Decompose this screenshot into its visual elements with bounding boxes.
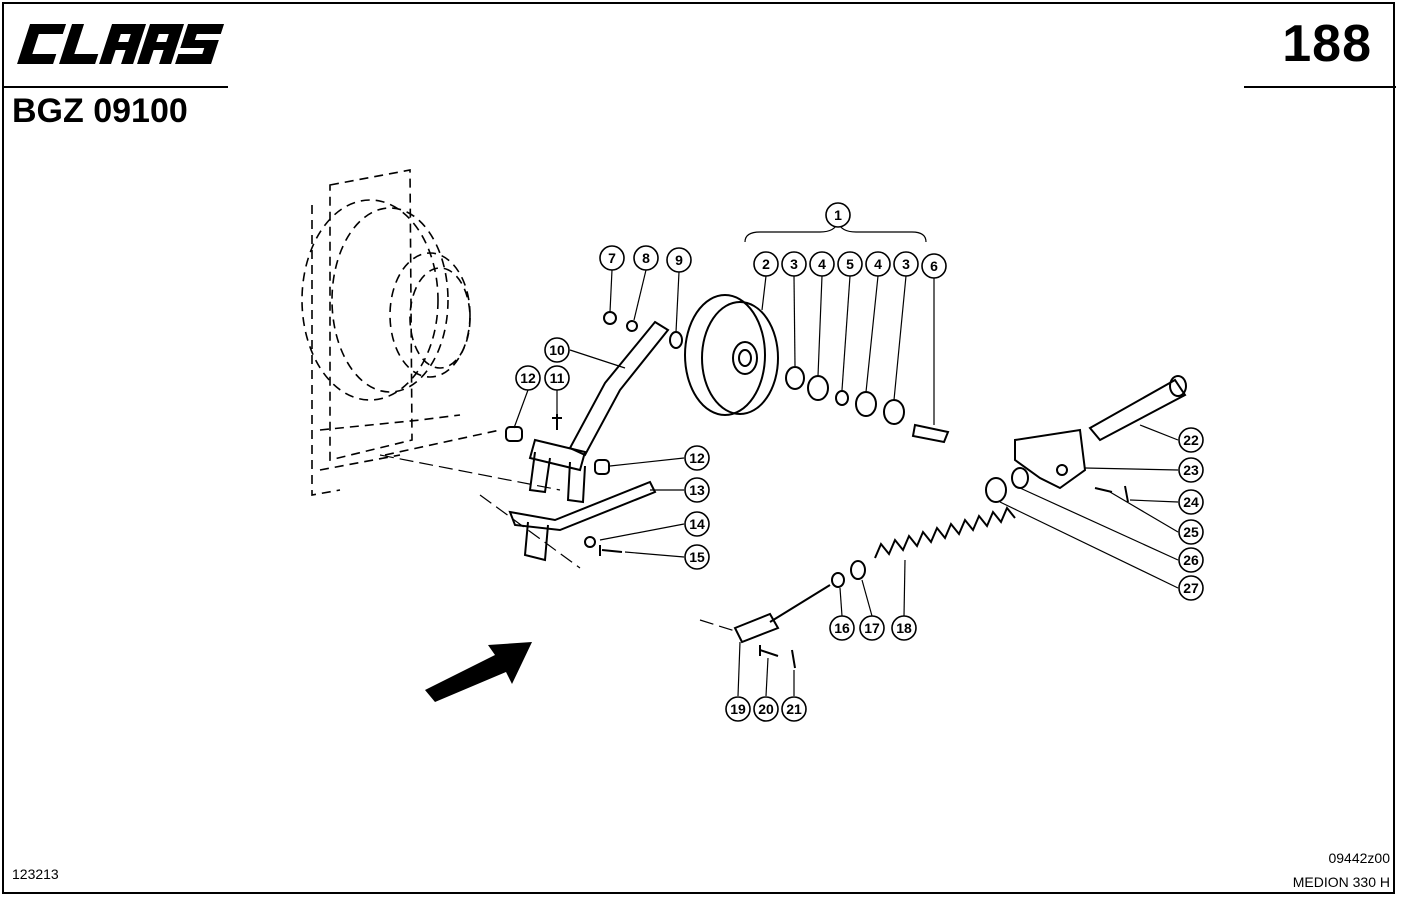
callout-5: 5 <box>837 251 863 277</box>
callout-26: 26 <box>1178 547 1204 573</box>
grease-nipple-11 <box>552 414 562 430</box>
nut-7 <box>603 311 617 325</box>
callout-23: 23 <box>1178 457 1204 483</box>
svg-text:4: 4 <box>818 256 826 272</box>
cotter-pin-21 <box>791 649 796 669</box>
callout-9: 9 <box>666 247 692 273</box>
callout-6: 6 <box>921 253 947 279</box>
bolt-25 <box>1094 487 1113 493</box>
svg-text:14: 14 <box>689 516 705 532</box>
machine-housing-outline <box>301 169 501 496</box>
pulley-assembly <box>684 294 950 444</box>
document-id: BGZ 09100 <box>12 92 188 130</box>
callout-17: 17 <box>859 615 885 641</box>
claas-logo <box>17 24 225 64</box>
svg-text:12: 12 <box>689 450 705 466</box>
shaft-22 <box>1088 375 1187 442</box>
footer-model: MEDION 330 H <box>1292 874 1390 890</box>
svg-text:10: 10 <box>549 342 565 358</box>
svg-text:8: 8 <box>642 250 650 266</box>
svg-text:15: 15 <box>689 549 705 565</box>
svg-text:11: 11 <box>550 370 565 386</box>
spring-18 <box>874 506 1016 559</box>
callout-27: 27 <box>1178 575 1204 601</box>
callout-16: 16 <box>829 615 855 641</box>
svg-text:7: 7 <box>608 250 616 266</box>
callout-8: 8 <box>633 245 659 271</box>
washer-14 <box>584 536 596 548</box>
callout-4: 4 <box>809 251 835 277</box>
callout-4b: 4 <box>865 251 891 277</box>
callout-18: 18 <box>891 615 917 641</box>
footer-left-code: 123213 <box>12 866 59 882</box>
svg-text:18: 18 <box>896 620 912 636</box>
nut-16 <box>831 572 845 588</box>
svg-text:1: 1 <box>834 207 842 223</box>
washer-26 <box>1011 467 1029 489</box>
callout-22: 22 <box>1178 427 1204 453</box>
svg-text:26: 26 <box>1183 552 1199 568</box>
bushing-12a <box>505 426 523 442</box>
tension-rod-19 <box>733 584 831 644</box>
mounting-bracket-23 <box>1014 428 1087 490</box>
cotter-pin-24 <box>1124 485 1129 503</box>
callout-14: 14 <box>684 511 710 537</box>
bushing-27 <box>985 477 1007 503</box>
page-number: 188 <box>1282 15 1372 73</box>
svg-text:20: 20 <box>758 701 774 717</box>
callout-24: 24 <box>1178 489 1204 515</box>
bolt-15 <box>599 545 623 556</box>
callout-12: 12 <box>515 365 541 391</box>
callout-2: 2 <box>753 251 779 277</box>
callout-3b: 3 <box>893 251 919 277</box>
lower-lever-13 <box>508 480 657 562</box>
callout-3: 3 <box>781 251 807 277</box>
svg-text:5: 5 <box>846 256 854 272</box>
callout-13: 13 <box>684 477 710 503</box>
bushing-9 <box>669 331 683 349</box>
callout-25: 25 <box>1178 519 1204 545</box>
bushing-12b <box>594 459 610 475</box>
callout-11: 11 <box>544 365 570 391</box>
callout-19: 19 <box>725 696 751 722</box>
callout-7: 7 <box>599 245 625 271</box>
svg-text:6: 6 <box>930 258 938 274</box>
direction-arrow-icon <box>425 642 532 702</box>
svg-text:24: 24 <box>1183 494 1199 510</box>
tension-lever-arm <box>528 320 670 504</box>
page-number-underline <box>1244 86 1396 88</box>
svg-text:21: 21 <box>786 701 802 717</box>
svg-text:13: 13 <box>689 482 705 498</box>
footer-right-code: 09442z00 <box>1328 850 1390 866</box>
svg-text:16: 16 <box>834 620 850 636</box>
callout-1: 1 <box>825 202 851 228</box>
washer-17 <box>850 560 866 580</box>
callout-15: 15 <box>684 544 710 570</box>
washer-8 <box>626 320 638 332</box>
callout-20: 20 <box>753 696 779 722</box>
svg-text:12: 12 <box>520 370 536 386</box>
svg-text:3: 3 <box>790 256 798 272</box>
svg-text:23: 23 <box>1183 462 1199 478</box>
svg-text:2: 2 <box>762 256 770 272</box>
callout-21: 21 <box>781 696 807 722</box>
svg-text:19: 19 <box>730 701 746 717</box>
callout-10: 10 <box>544 337 570 363</box>
svg-text:27: 27 <box>1183 580 1199 596</box>
pin-20 <box>759 645 779 657</box>
svg-text:4: 4 <box>874 256 882 272</box>
footer-right: 09442z00 MEDION 330 H <box>1293 846 1390 894</box>
svg-text:3: 3 <box>902 256 910 272</box>
svg-text:17: 17 <box>864 620 880 636</box>
callout-12b: 12 <box>684 445 710 471</box>
logo-underline <box>2 86 228 88</box>
svg-text:22: 22 <box>1183 432 1199 448</box>
svg-text:25: 25 <box>1183 524 1199 540</box>
svg-text:9: 9 <box>675 252 683 268</box>
